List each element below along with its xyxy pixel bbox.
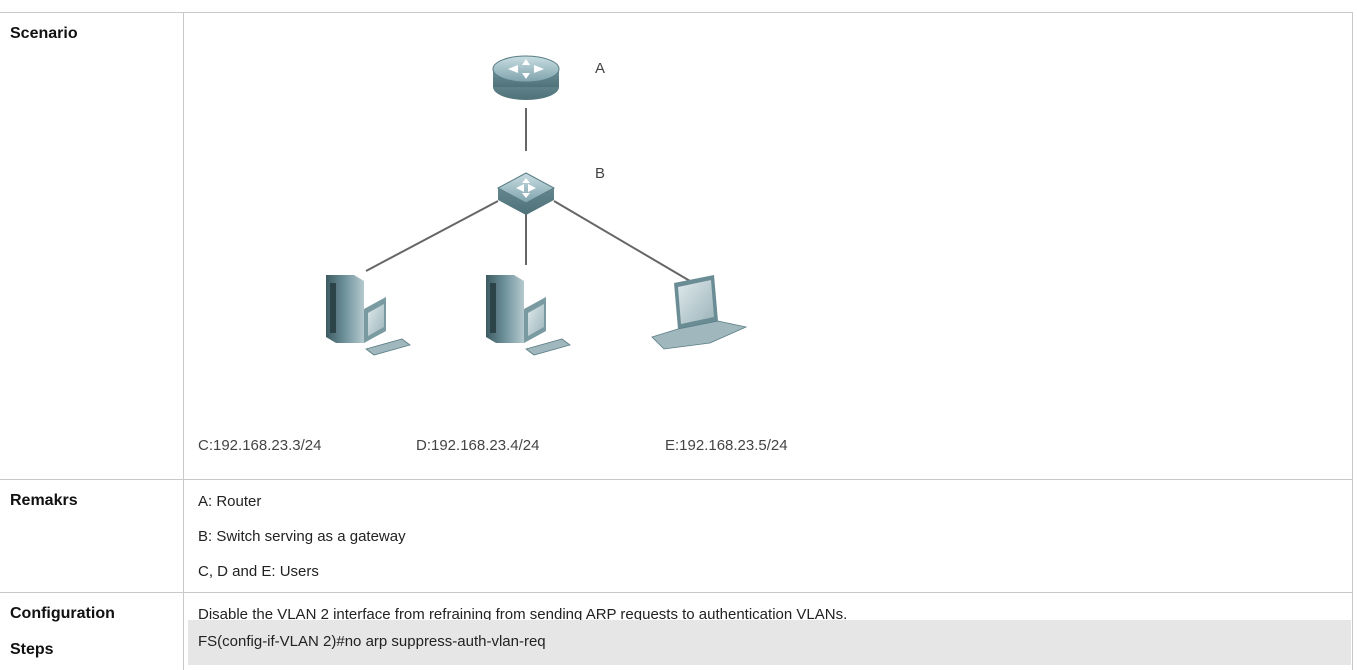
scenario-row: Scenario [0,13,1353,480]
scenario-table: Scenario [0,12,1353,670]
column-divider [183,480,184,592]
command-block: FS(config-if-VLAN 2)#no arp suppress-aut… [188,620,1351,665]
desktop-pc-d-icon [486,275,571,356]
desktop-pc-c-icon [326,275,411,356]
table-right-border [1352,13,1353,670]
column-divider [183,593,184,670]
host-e-address: E:192.168.23.5/24 [665,437,788,454]
remarks-row: Remakrs A: Router B: Switch serving as a… [0,480,1353,593]
host-c-address: C:192.168.23.3/24 [198,437,322,454]
remark-switch: B: Switch serving as a gateway [198,528,406,545]
remark-users: C, D and E: Users [198,563,319,580]
configuration-label: Configuration [10,605,115,622]
switch-tag: B [595,165,606,182]
host-d-address: D:192.168.23.4/24 [416,437,540,454]
column-divider [183,13,184,479]
scenario-label: Scenario [10,25,78,42]
configuration-row: Configuration Steps Disable the VLAN 2 i… [0,593,1353,670]
switch-icon [496,172,556,215]
remark-router: A: Router [198,493,262,510]
remarks-label: Remakrs [10,492,78,509]
router-tag: A [595,60,606,77]
steps-label: Steps [10,641,54,658]
configuration-description: Disable the VLAN 2 interface from refrai… [198,606,848,623]
topology-svg [326,55,748,356]
laptop-e-icon [651,275,748,350]
router-icon [492,55,560,100]
link-switch-host-c [365,200,499,272]
network-topology-diagram: A B C:192.168.23.3/24 D:192.168.23.4/24 … [190,13,910,479]
link-switch-host-e [553,200,691,282]
cli-command: FS(config-if-VLAN 2)#no arp suppress-aut… [198,633,546,650]
